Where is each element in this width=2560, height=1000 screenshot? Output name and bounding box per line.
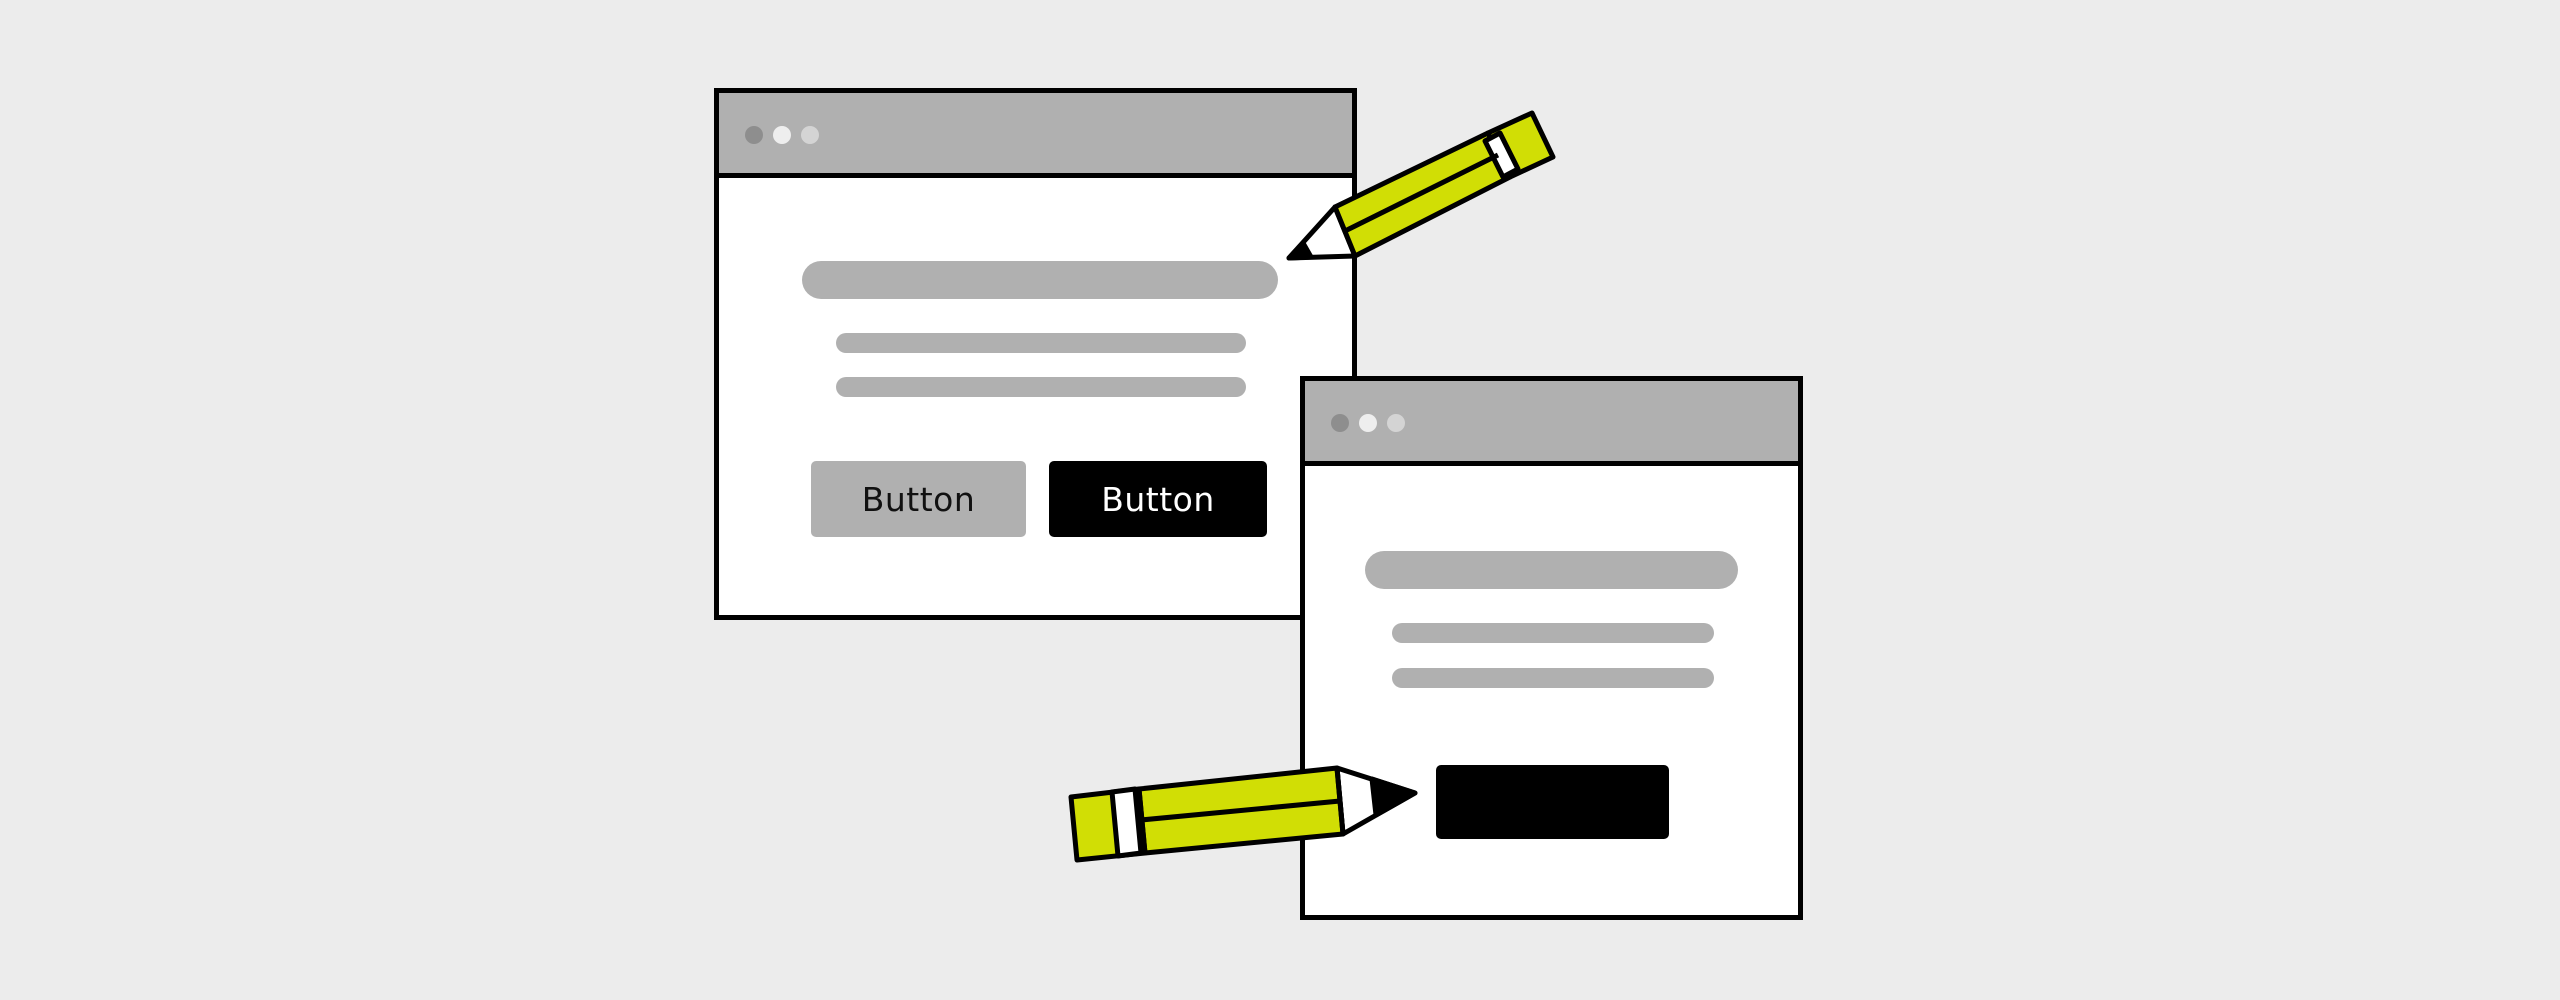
browser-window-2: [1300, 376, 1803, 920]
heading-placeholder: [1365, 551, 1738, 589]
text-line-placeholder: [836, 377, 1246, 397]
secondary-button[interactable]: Button: [811, 461, 1026, 537]
window-control-dot[interactable]: [773, 126, 791, 144]
window-control-dot[interactable]: [1331, 414, 1349, 432]
window-control-dot[interactable]: [1359, 414, 1377, 432]
window-control-dot[interactable]: [1387, 414, 1405, 432]
primary-button[interactable]: [1436, 765, 1669, 839]
window-titlebar: [1305, 381, 1798, 466]
window-titlebar: [719, 93, 1352, 178]
primary-button[interactable]: Button: [1049, 461, 1267, 537]
text-line-placeholder: [836, 333, 1246, 353]
text-line-placeholder: [1392, 668, 1714, 688]
text-line-placeholder: [1392, 623, 1714, 643]
browser-window-1: Button Button: [714, 88, 1357, 620]
heading-placeholder: [802, 261, 1278, 299]
window-control-dot[interactable]: [801, 126, 819, 144]
window-control-dot[interactable]: [745, 126, 763, 144]
